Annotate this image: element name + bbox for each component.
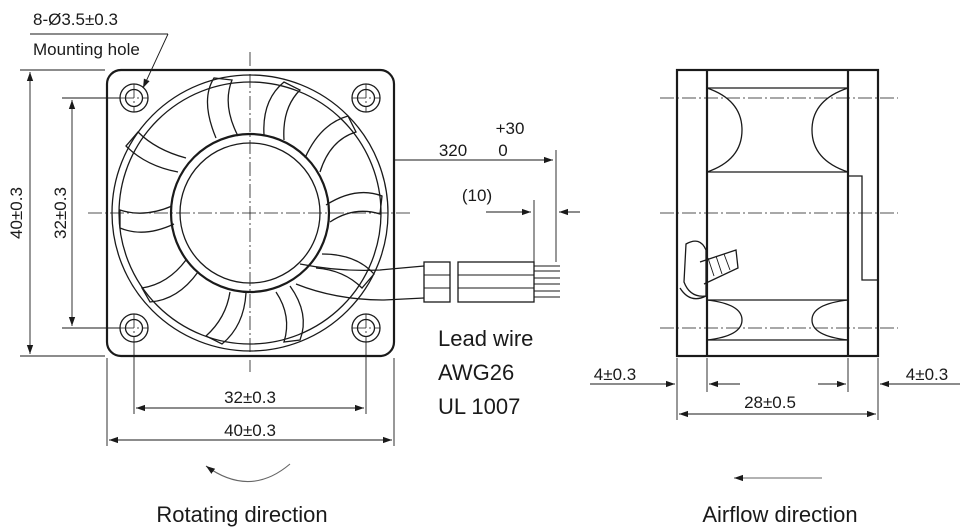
right-flange-label: 4±0.3	[906, 365, 948, 384]
front-view: 8-Ø3.5±0.3 Mounting hole 40±0.3 32±0.3 3…	[7, 10, 580, 527]
side-dimensions	[590, 358, 960, 420]
mounting-hole-leader	[30, 33, 169, 89]
width-pitch-label: 32±0.3	[224, 388, 276, 407]
lead-wire-cable	[295, 261, 560, 303]
lead-length-tol-high: +30	[496, 119, 525, 138]
rotating-direction-caption: Rotating direction	[156, 502, 327, 527]
lead-wire-line-1: Lead wire	[438, 326, 533, 351]
side-view: 4±0.3 4±0.3 28±0.5 Airflow direction	[590, 68, 960, 527]
width-dimensions	[106, 342, 395, 446]
lead-wire-line-3: UL 1007	[438, 394, 520, 419]
width-outer-label: 40±0.3	[224, 421, 276, 440]
mounting-hole-label: Mounting hole	[33, 40, 140, 59]
airflow-direction-caption: Airflow direction	[702, 502, 857, 527]
side-wire-exit	[679, 240, 739, 300]
lead-wire-line-2: AWG26	[438, 360, 514, 385]
depth-label: 28±0.5	[744, 393, 796, 412]
height-dimensions	[20, 69, 120, 357]
center-lines	[88, 52, 412, 372]
mounting-hole-spec: 8-Ø3.5±0.3	[33, 10, 118, 29]
rotation-arrow	[205, 463, 291, 483]
fan-blades	[119, 77, 383, 345]
lead-length-tol-low: 0	[498, 141, 507, 160]
height-outer-label: 40±0.3	[7, 187, 26, 239]
lead-length-label: 320	[439, 141, 467, 160]
left-flange-label: 4±0.3	[594, 365, 636, 384]
strip-length-label: (10)	[462, 186, 492, 205]
height-pitch-label: 32±0.3	[51, 187, 70, 239]
lead-length-dimensions	[394, 150, 580, 262]
